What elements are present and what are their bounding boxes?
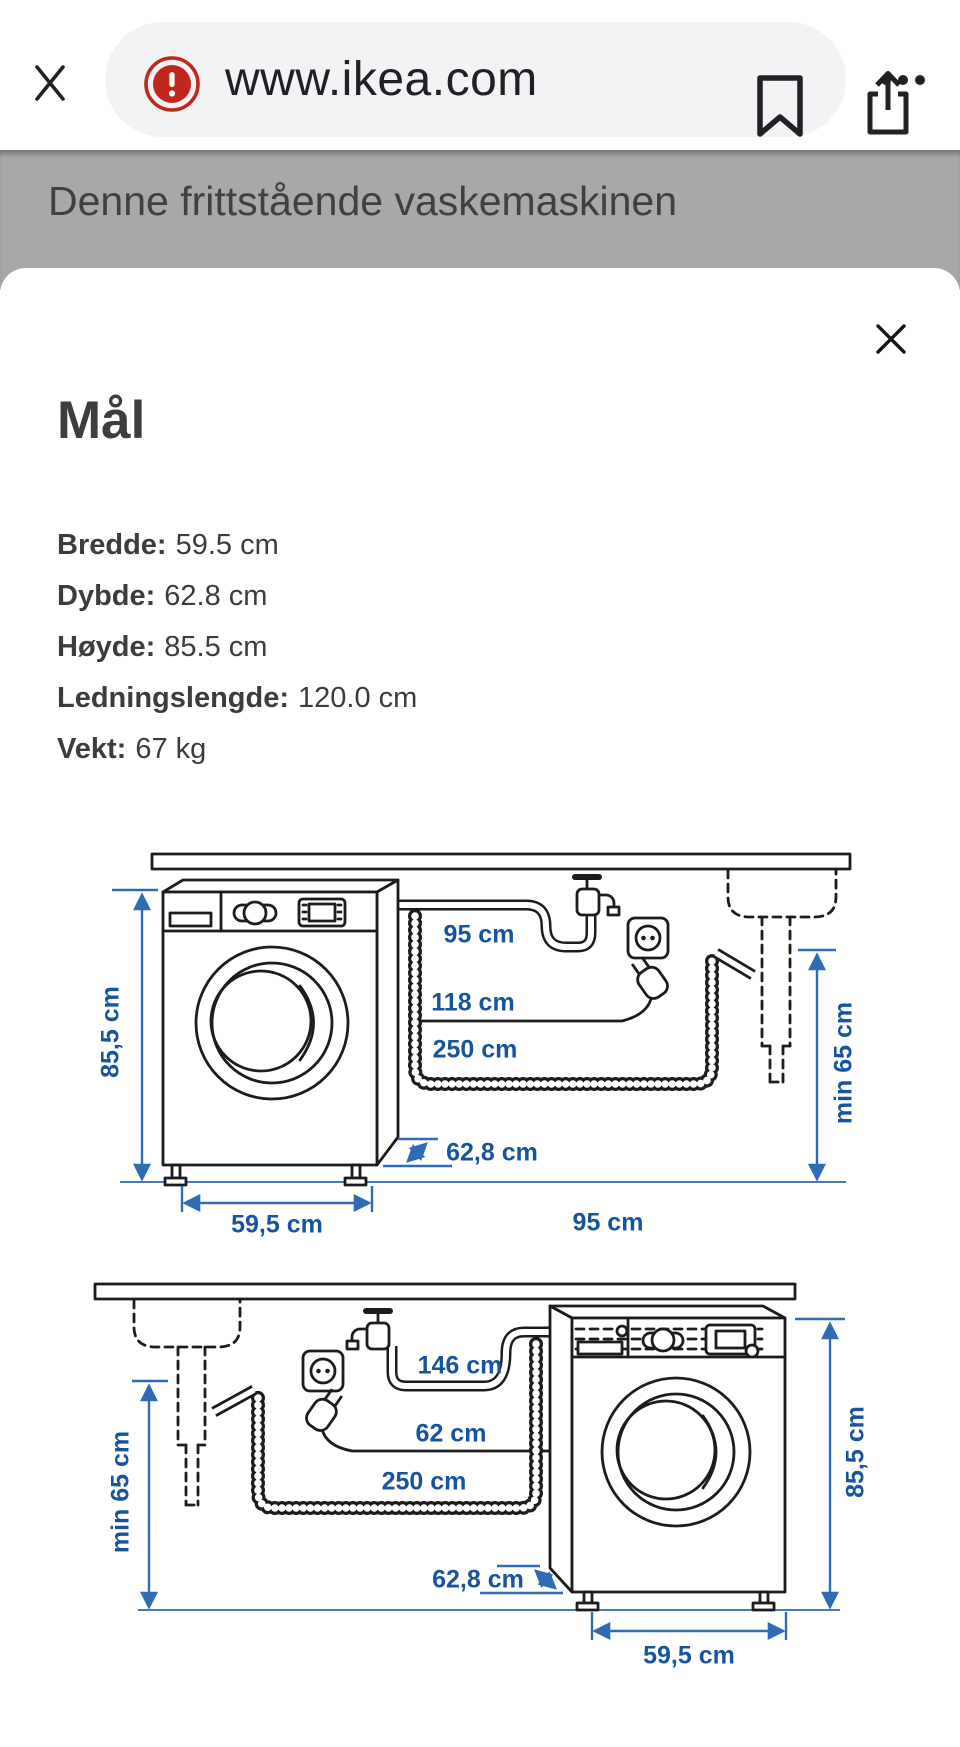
height-label: 85,5 cm — [97, 986, 125, 1078]
power-cord — [320, 1427, 562, 1453]
browser-toolbar: www.ikea.com — [0, 0, 960, 150]
site-warning-icon — [143, 55, 201, 113]
supply-hose-length-label: 146 cm — [418, 1352, 503, 1380]
plug-icon — [305, 1388, 343, 1432]
outlet-icon — [301, 1349, 345, 1393]
spec-row-depth: Dybde:62.8 cm — [57, 580, 268, 612]
door-outer — [194, 945, 350, 1101]
program-knob — [232, 900, 278, 926]
top-diagram: 95 cm 118 cm 250 cm 62,8 cm 59,5 cm 95 c… — [97, 852, 858, 1239]
bookmark-icon — [757, 75, 803, 137]
spec-row-weight: Vekt:67 kg — [57, 733, 207, 765]
dimension-lines-top — [112, 888, 836, 1212]
dimensions-modal: Mål Bredde:59.5 cm Dybde:62.8 cm Høyde:8… — [0, 268, 960, 1747]
dimension-lines-bottom — [132, 1317, 845, 1640]
door-outer — [600, 1376, 752, 1528]
installation-diagrams: 95 cm 118 cm 250 cm 62,8 cm 59,5 cm 95 c… — [93, 852, 870, 1670]
display-panel — [704, 1323, 757, 1356]
door-glass-highlight — [298, 984, 315, 1062]
width-label: 59,5 cm — [231, 1211, 323, 1239]
browser-menu-button[interactable] — [876, 58, 938, 102]
page-heading-behind-modal: Denne frittstående vaskemaskinen — [48, 178, 678, 224]
url-text: www.ikea.com — [225, 53, 538, 106]
washing-machine — [548, 1304, 787, 1612]
drain-hose-length-label: 250 cm — [382, 1468, 467, 1496]
drain-hose-length-label: 250 cm — [433, 1036, 518, 1064]
tap-icon — [572, 874, 621, 917]
bottom-diagram: 146 cm 62 cm 250 cm 62,8 cm 59,5 cm 85,5… — [93, 1282, 870, 1670]
depth-label: 62,8 cm — [446, 1139, 538, 1167]
clearance-label: 95 cm — [573, 1209, 644, 1237]
drain-min-height-label: min 65 cm — [107, 1431, 135, 1553]
spec-row-height: Høyde:85.5 cm — [57, 631, 268, 663]
supply-hose — [399, 899, 597, 953]
program-knob — [641, 1327, 685, 1353]
feet — [575, 1590, 776, 1612]
door-glass-highlight — [701, 1414, 718, 1490]
url-bar[interactable]: www.ikea.com — [105, 22, 909, 138]
spec-row-width: Bredde:59.5 cm — [57, 529, 279, 561]
close-icon — [35, 65, 65, 101]
modal-title: Mål — [57, 391, 146, 450]
modal-close-button[interactable] — [870, 318, 912, 360]
countertop — [150, 852, 852, 871]
dimmed-page-scrim: Denne frittstående vaskemaskinen — [0, 150, 960, 290]
outlet-icon — [626, 916, 670, 960]
tap-icon — [345, 1308, 393, 1351]
depth-label: 62,8 cm — [432, 1566, 524, 1594]
spec-row-cord-length: Ledningslengde:120.0 cm — [57, 682, 418, 714]
browser-close-button[interactable] — [30, 62, 70, 102]
drain-min-height-label: min 65 cm — [830, 1002, 858, 1124]
bookmark-button[interactable] — [752, 72, 808, 138]
plug-icon — [631, 956, 669, 1000]
drain-hose-coil — [408, 909, 756, 1091]
countertop — [93, 1282, 797, 1301]
feet — [163, 1163, 368, 1187]
spec-list: Bredde:59.5 cm Dybde:62.8 cm Høyde:85.5 … — [57, 520, 417, 775]
power-cord-length-label: 62 cm — [416, 1420, 487, 1448]
overflow-menu-icon — [881, 75, 925, 85]
door-glass — [209, 969, 313, 1073]
width-label: 59,5 cm — [643, 1642, 735, 1670]
detergent-drawer — [168, 911, 213, 928]
washing-machine — [161, 878, 400, 1187]
sink-icon — [132, 1298, 242, 1507]
sink-icon — [726, 868, 838, 1084]
close-icon — [876, 324, 906, 354]
display-panel — [297, 897, 347, 928]
power-cord — [408, 997, 653, 1023]
supply-hose-length-label: 95 cm — [444, 921, 515, 949]
height-label: 85,5 cm — [842, 1406, 870, 1498]
detergent-drawer — [576, 1340, 624, 1356]
drain-hose-coil — [211, 1337, 543, 1515]
supply-hose — [386, 1326, 562, 1392]
power-cord-length-label: 118 cm — [431, 989, 514, 1017]
